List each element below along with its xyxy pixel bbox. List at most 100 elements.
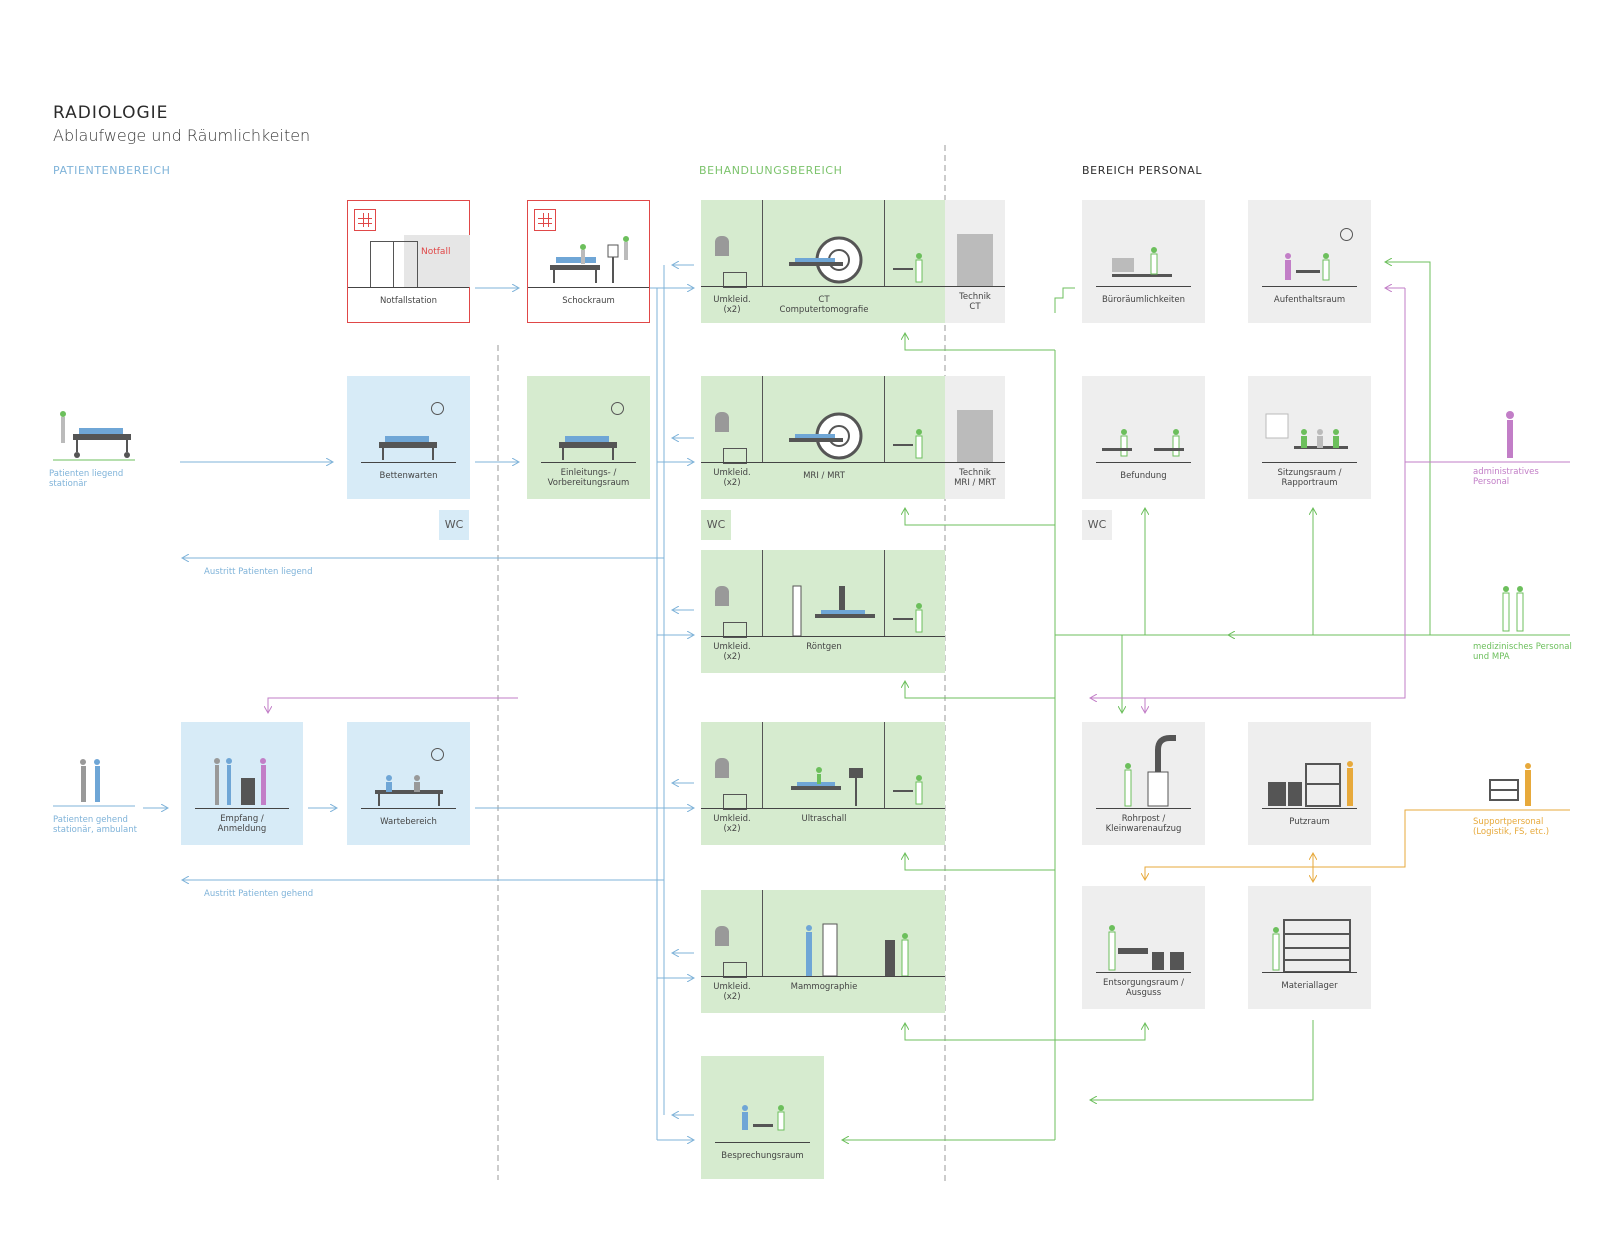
exit-label-walking: Austritt Patienten gehend <box>204 889 314 899</box>
wc-staff[interactable]: WC <box>1082 510 1112 540</box>
exit-label-lying: Austritt Patienten liegend <box>204 567 313 577</box>
room-label: Technik CT <box>959 292 991 312</box>
entrance-door-icon <box>370 241 418 288</box>
room-technik-mri[interactable]: Technik MRI / MRT <box>945 376 1005 499</box>
room-materiallager[interactable]: Materiallager <box>1248 886 1371 1009</box>
clock-icon <box>1340 228 1353 241</box>
patient-lying-bed-icon <box>53 411 135 461</box>
room-entsorgungsraum[interactable]: Entsorgungsraum / Ausguss <box>1082 886 1205 1009</box>
room-label: Schockraum <box>562 296 615 306</box>
hospital-bed-icon <box>379 436 437 460</box>
consultation-icon <box>742 1105 785 1131</box>
coat-hanger-icon <box>715 236 729 256</box>
room-wartebereich[interactable]: Wartebereich <box>347 722 470 845</box>
pneumatic-tube-icon <box>1124 735 1176 807</box>
actor-label-lying: Patienten liegend stationär <box>49 469 124 489</box>
office-desk-icon <box>1112 247 1172 277</box>
wc-patient[interactable]: WC <box>439 510 469 540</box>
ambulance-icon <box>404 235 470 287</box>
mri-scanner-icon <box>789 412 863 460</box>
zone-label-treatment: BEHANDLUNGSBEREICH <box>699 164 843 177</box>
room-vorbereitungsraum[interactable]: Einleitungs- / Vorbereitungsraum <box>527 376 650 499</box>
reception-desk-icon <box>214 758 266 805</box>
locker-icon <box>723 272 747 288</box>
room-sublabel: Umkleid. (x2) <box>713 468 751 488</box>
room-befundung[interactable]: Befundung <box>1082 376 1205 499</box>
break-table-icon <box>1285 253 1330 281</box>
clock-icon <box>611 402 624 415</box>
room-label: Bettenwarten <box>379 471 438 481</box>
ct-scanner-icon <box>789 236 863 284</box>
locker-icon <box>723 622 747 638</box>
room-label: Entsorgungsraum / Ausguss <box>1103 978 1184 998</box>
wc-treatment[interactable]: WC <box>701 510 731 540</box>
notfall-badge: Notfall <box>421 247 451 257</box>
locker-icon <box>723 448 747 464</box>
room-ct[interactable]: Umkleid. (x2) CT Computertomografie <box>701 200 945 323</box>
room-technik-ct[interactable]: Technik CT <box>945 200 1005 323</box>
first-aid-cross-icon <box>354 209 376 231</box>
disposal-bins-icon <box>1108 925 1184 971</box>
room-label: Befundung <box>1120 471 1167 481</box>
room-label: Einleitungs- / Vorbereitungsraum <box>547 468 630 488</box>
room-schockraum[interactable]: Schockraum <box>527 200 650 323</box>
room-label: Technik MRI / MRT <box>954 468 996 488</box>
actor-label-support: Supportpersonal (Logistik, FS, etc.) <box>1473 817 1550 837</box>
room-ultraschall[interactable]: Umkleid. (x2) Ultraschall <box>701 722 945 845</box>
room-label: Sitzungsraum / Rapportraum <box>1277 468 1342 488</box>
first-aid-cross-icon <box>534 209 556 231</box>
room-label: Ultraschall <box>801 814 847 824</box>
room-putzraum[interactable]: Putzraum <box>1248 722 1371 845</box>
coat-hanger-icon <box>715 758 729 778</box>
zone-label-staff: BEREICH PERSONAL <box>1082 164 1203 177</box>
room-bueroraeumlichkeiten[interactable]: Büroräumlichkeiten <box>1082 200 1205 323</box>
locker-icon <box>723 794 747 810</box>
room-besprechungsraum[interactable]: Besprechungsraum <box>701 1056 824 1179</box>
page-title: RADIOLOGIE <box>53 103 169 123</box>
room-notfallstation[interactable]: Notfall Notfallstation <box>347 200 470 323</box>
room-aufenthaltsraum[interactable]: Aufenthaltsraum <box>1248 200 1371 323</box>
ultrasound-icon <box>791 767 863 806</box>
coat-hanger-icon <box>715 412 729 432</box>
medical-staff-icon <box>1502 586 1524 632</box>
operator-desk-icon <box>893 775 923 805</box>
waiting-chairs-icon <box>375 775 443 806</box>
room-sitzungsraum[interactable]: Sitzungsraum / Rapportraum <box>1248 376 1371 499</box>
actor-label-medical: medizinisches Personal und MPA <box>1473 642 1572 662</box>
xray-machine-icon <box>792 585 875 636</box>
room-sublabel: Umkleid. (x2) <box>713 982 751 1002</box>
storage-shelves-icon <box>1272 919 1351 972</box>
room-rohrpost[interactable]: Rohrpost / Kleinwarenaufzug <box>1082 722 1205 845</box>
room-bettenwarten[interactable]: Bettenwarten <box>347 376 470 499</box>
room-mri[interactable]: Umkleid. (x2) MRI / MRT <box>701 376 945 499</box>
room-sublabel: Umkleid. (x2) <box>713 295 751 315</box>
room-label: MRI / MRT <box>803 471 845 481</box>
room-label: Besprechungsraum <box>721 1151 804 1161</box>
room-label: Mammographie <box>790 982 858 992</box>
room-mammographie[interactable]: Umkleid. (x2) Mammographie <box>701 890 945 1013</box>
room-label: Büroräumlichkeiten <box>1101 295 1186 305</box>
room-label: Empfang / Anmeldung <box>217 814 267 834</box>
locker-icon <box>723 962 747 978</box>
clock-icon <box>431 748 444 761</box>
room-sublabel: Umkleid. (x2) <box>713 642 751 662</box>
support-staff-cart-icon <box>1489 763 1531 806</box>
actor-label-admin: administratives Personal <box>1473 467 1539 487</box>
operator-desk-icon <box>893 603 923 633</box>
page-subtitle: Ablaufwege und Räumlichkeiten <box>53 126 311 145</box>
coat-hanger-icon <box>715 926 729 946</box>
coat-hanger-icon <box>715 586 729 606</box>
resuscitation-bed-icon <box>550 236 629 283</box>
zone-label-patient: PATIENTENBEREICH <box>53 164 171 177</box>
cleaning-equipment-icon <box>1268 761 1353 807</box>
patients-walking-icon <box>53 759 135 807</box>
room-empfang[interactable]: Empfang / Anmeldung <box>181 722 303 845</box>
clock-icon <box>431 402 444 415</box>
meeting-table-icon <box>1265 413 1348 449</box>
operator-desk-icon <box>893 429 923 459</box>
reporting-desks-icon <box>1102 429 1184 457</box>
room-roentgen[interactable]: Umkleid. (x2) Röntgen <box>701 550 945 673</box>
room-label: CT Computertomografie <box>779 295 869 315</box>
operator-desk-icon <box>893 253 923 283</box>
